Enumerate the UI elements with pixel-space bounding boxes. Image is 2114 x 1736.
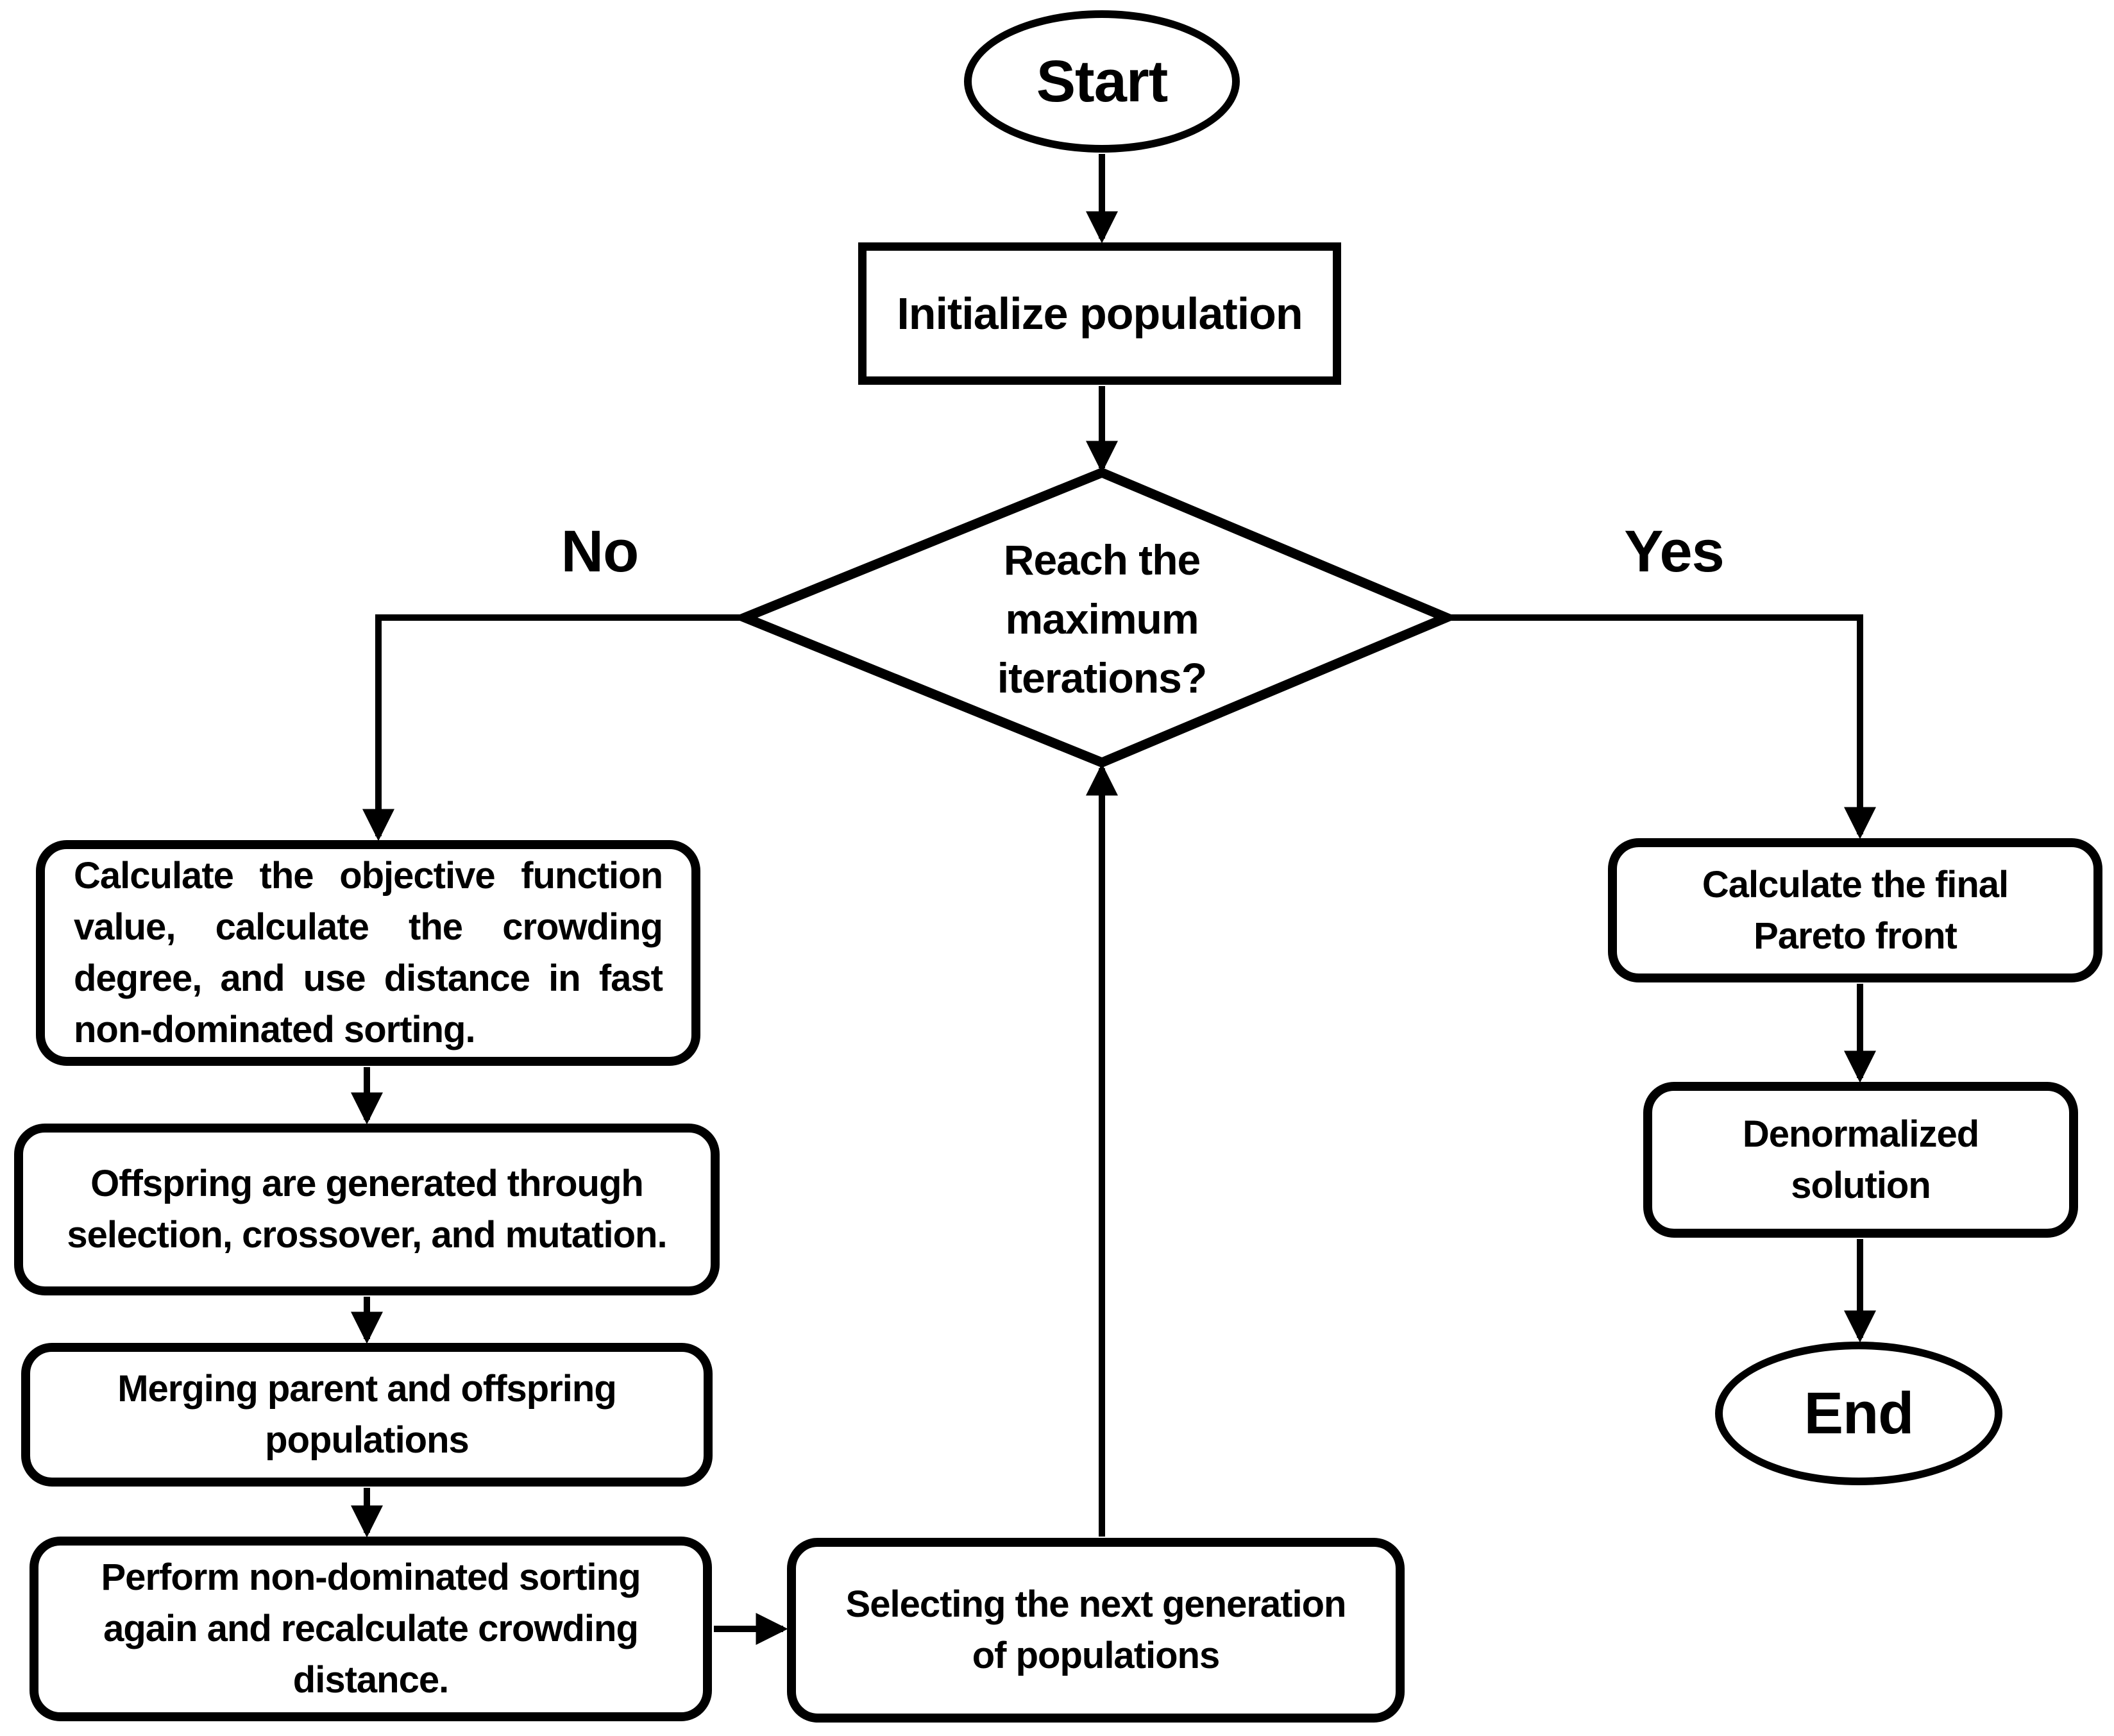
edge-decision-yes-branch: [1446, 614, 1876, 839]
no-edge-label: No: [561, 518, 639, 584]
end-node: End: [1715, 1342, 2002, 1485]
start-label: Start: [1036, 48, 1169, 114]
initialize-population-node: Initialize population: [858, 242, 1341, 385]
yes-edge-label: Yes: [1624, 518, 1725, 584]
end-label: End: [1804, 1380, 1915, 1446]
edge-decision-no-branch: [362, 614, 745, 841]
initialize-population-label: Initialize population: [897, 289, 1303, 339]
start-node: Start: [964, 10, 1240, 153]
decision-diamond-shape: [732, 467, 1459, 768]
